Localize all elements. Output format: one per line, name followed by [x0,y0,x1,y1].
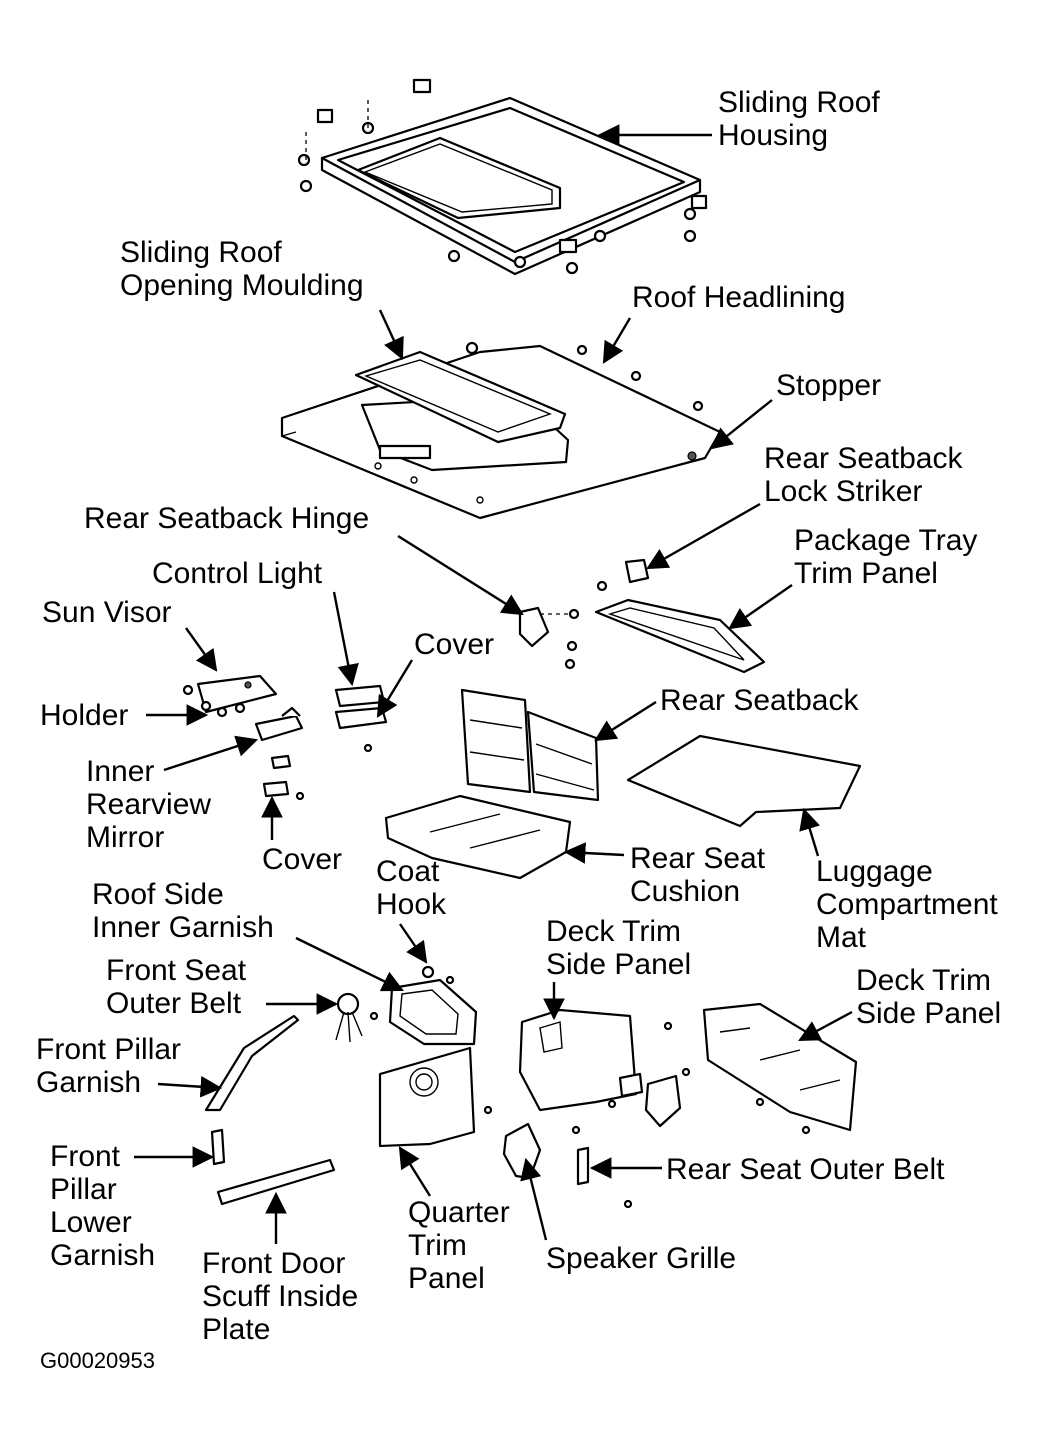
arrow-roof-headlining [602,317,632,364]
side-trim-drawing [204,965,478,1206]
leader-arrows [134,124,853,1244]
figure-code: G00020953 [40,1348,155,1373]
arrow-stopper [710,399,773,450]
arrow-coat-hook [399,923,428,964]
arrow-quarter-trim-panel [398,1146,432,1197]
arrow-cover-upper [376,659,414,718]
arrow-rear-seatback-hinge [397,534,524,616]
rear-seat-drawing [384,688,862,880]
label-cover-upper: Cover [414,628,495,661]
arrow-rear-seat-cushion [563,842,625,864]
label-rear-seatback: Rear Seatback [660,684,859,717]
label-cover-lower: Cover [262,843,343,876]
sliding-roof-housing-drawing [297,78,708,276]
label-rear-seatback-hinge: Rear Seatback Hinge [84,502,370,535]
arrow-sun-visor [185,627,218,672]
arrow-front-pillar-garnish [157,1075,223,1098]
arrow-luggage-compartment-mat [799,807,820,857]
label-holder: Holder [40,699,129,732]
roof-headlining-drawing [280,341,722,520]
interior-small-parts-drawing [182,674,388,801]
arrow-rear-seatback [594,700,657,742]
arrow-package-tray-trim-panel [728,584,793,630]
label-stopper: Stopper [776,369,882,402]
label-sun-visor: Sun Visor [42,596,172,629]
package-tray-and-hinges-drawing [518,558,766,674]
label-speaker-grille: Speaker Grille [546,1242,737,1275]
label-control-light: Control Light [152,557,323,590]
arrow-inner-rearview-mirror [163,735,259,772]
arrow-rear-seatback-lock-striker [646,502,761,570]
arrow-roof-side-inner-garnish [295,936,404,992]
label-roof-headlining: Roof Headlining [632,281,846,314]
arrow-deck-trim-side-panel-right [798,1010,853,1042]
label-rear-seat-outer-belt: Rear Seat Outer Belt [666,1153,945,1186]
arrow-sliding-roof-opening-moulding [378,309,404,360]
arrow-speaker-grille [520,1157,548,1241]
arrow-control-light [332,591,359,687]
